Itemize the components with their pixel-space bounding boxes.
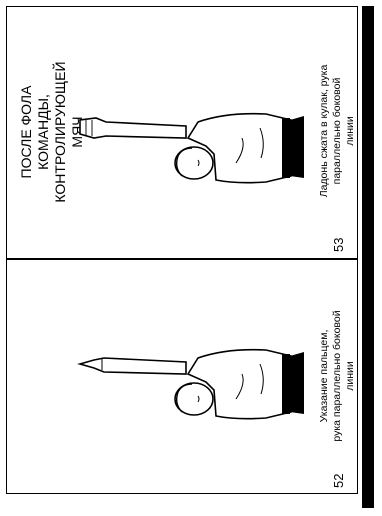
referee-pointing-figure-icon: [76, 304, 306, 454]
signal-panel-53: 53 ПОСЛЕ ФОЛА КОМАНДЫ, КОНТРОЛИРУЮЩЕЙ МЯ…: [6, 6, 358, 258]
signal-caption: Указание пальцем, рука параллельно боков…: [318, 270, 357, 482]
caption-line: Указание пальцем,: [318, 270, 331, 482]
signal-caption: Ладонь сжата в кулак, рука параллельно б…: [318, 24, 357, 238]
caption-line: линии: [344, 24, 357, 238]
caption-line: линии: [344, 270, 357, 482]
caption-line: рука параллельно боковой: [331, 270, 344, 482]
signal-panel-52: 52 Указание пальцем, рука: [6, 260, 358, 494]
title-line: ПОСЛЕ ФОЛА: [18, 16, 35, 248]
caption-line: параллельно боковой: [331, 24, 344, 238]
signal-number: 53: [331, 238, 346, 252]
title-line: КОНТРОЛИРУЮЩЕЙ: [52, 16, 69, 248]
thick-border-bar: [362, 6, 374, 508]
caption-line: Ладонь сжата в кулак, рука: [318, 24, 331, 238]
title-line: КОМАНДЫ,: [35, 16, 52, 248]
referee-fist-figure-icon: [76, 68, 306, 218]
